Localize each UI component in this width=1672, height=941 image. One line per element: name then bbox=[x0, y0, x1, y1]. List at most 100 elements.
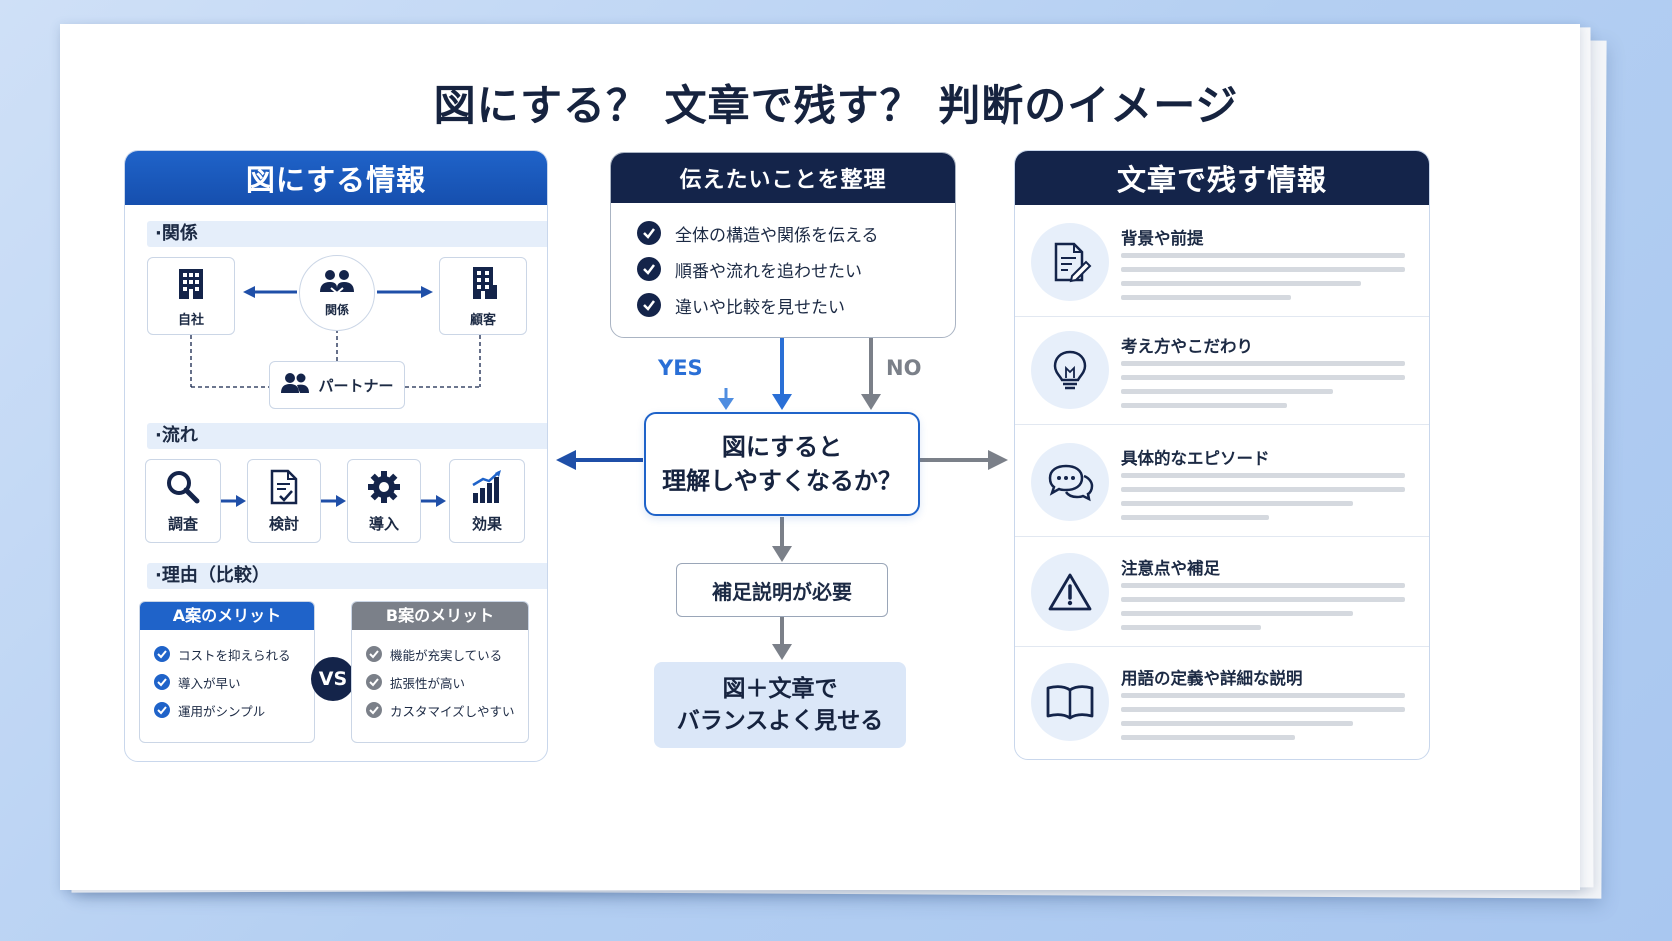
text-info-title: 具体的なエピソード bbox=[1121, 449, 1270, 468]
placeholder-line bbox=[1121, 721, 1353, 726]
placeholder-line bbox=[1121, 625, 1261, 630]
speech-bubbles-icon bbox=[1031, 443, 1109, 521]
decision-box: 図にすると 理解しやすくなるか？ bbox=[644, 412, 920, 516]
node-company: 自社 bbox=[147, 257, 235, 335]
flow-step-effect: 効果 bbox=[449, 459, 525, 543]
node-company-label: 自社 bbox=[177, 312, 204, 328]
node-customer-label: 顧客 bbox=[469, 312, 496, 328]
warning-icon bbox=[1031, 553, 1109, 631]
building-icon bbox=[173, 265, 209, 305]
check-icon bbox=[154, 702, 170, 718]
merit-a-item: 導入が早い bbox=[140, 668, 314, 696]
yes-label: YES bbox=[658, 356, 703, 380]
placeholder-line bbox=[1121, 707, 1405, 712]
placeholder-line bbox=[1121, 583, 1405, 588]
flow-step-introduce: 導入 bbox=[347, 459, 421, 543]
merit-b-item-text: カスタマイズしやすい bbox=[390, 703, 515, 719]
merit-a-item: 運用がシンプル bbox=[140, 696, 314, 724]
checklist-heading: 伝えたいことを整理 bbox=[611, 153, 955, 203]
node-partner-label: パートナー bbox=[318, 376, 394, 395]
flow-step-label: 導入 bbox=[368, 514, 399, 533]
merit-b-item-text: 拡張性が高い bbox=[390, 675, 466, 691]
supplement-box: 補足説明が必要 bbox=[676, 563, 888, 617]
placeholder-line bbox=[1121, 295, 1291, 300]
section-relation-text: 関係 bbox=[161, 223, 198, 244]
placeholder-line bbox=[1121, 473, 1405, 478]
merit-a-item-text: 運用がシンプル bbox=[178, 703, 266, 719]
node-relation-label: 関係 bbox=[324, 303, 349, 317]
people-icon bbox=[280, 372, 310, 398]
text-info-row: 具体的なエピソード bbox=[1015, 425, 1429, 537]
merit-b-heading: B案のメリット bbox=[352, 602, 528, 630]
bar-chart-icon bbox=[469, 469, 505, 509]
text-info-row: 考え方やこだわり bbox=[1015, 313, 1429, 425]
section-label-reason: ·理由（比較） bbox=[147, 563, 547, 589]
merit-b-item: 機能が充実している bbox=[352, 640, 528, 668]
open-book-icon bbox=[1031, 663, 1109, 741]
flow-step-label: 効果 bbox=[471, 514, 502, 533]
placeholder-line bbox=[1121, 515, 1269, 520]
checklist-item: 順番や流れを追わせたい bbox=[611, 251, 955, 287]
node-customer: 顧客 bbox=[439, 257, 527, 335]
checklist-panel: 伝えたいことを整理 全体の構造や関係を伝える 順番や流れを追わせたい 違いや比較… bbox=[610, 152, 956, 338]
text-info-row: 用語の定義や詳細な説明 bbox=[1015, 645, 1429, 757]
check-icon bbox=[366, 674, 382, 690]
section-reason-text: 理由（比較） bbox=[161, 565, 270, 586]
relation-connectors bbox=[190, 286, 481, 507]
handshake-people-icon bbox=[317, 268, 357, 301]
placeholder-line bbox=[1121, 611, 1353, 616]
left-panel-heading: 図にする情報 bbox=[125, 151, 547, 205]
node-relation-center: 関係 bbox=[299, 255, 375, 331]
merit-box-a: A案のメリット コストを抑えられる 導入が早い 運用がシンプル bbox=[139, 601, 315, 743]
placeholder-line bbox=[1121, 403, 1287, 408]
document-pen-icon bbox=[1031, 223, 1109, 301]
placeholder-line bbox=[1121, 281, 1361, 286]
checklist-item-text: 全体の構造や関係を伝える bbox=[675, 225, 879, 246]
check-icon bbox=[154, 646, 170, 662]
magnifier-icon bbox=[165, 469, 201, 509]
final-box: 図＋文章で バランスよく見せる bbox=[654, 662, 906, 748]
flow-step-label: 検討 bbox=[268, 514, 299, 533]
section-label-flow: ·流れ bbox=[147, 423, 547, 449]
merit-a-item: コストを抑えられる bbox=[140, 640, 314, 668]
right-panel: 文章で残す情報 背景や前提 考え方やこだわり 具体的なエピソード bbox=[1014, 150, 1430, 760]
text-info-title: 考え方やこだわり bbox=[1121, 337, 1253, 356]
check-icon bbox=[637, 257, 661, 281]
page-title: 図にする？ 文章で残す？ 判断のイメージ bbox=[433, 81, 1239, 130]
decision-line-1: 図にすると bbox=[721, 433, 843, 461]
node-partner: パートナー bbox=[269, 361, 405, 409]
merit-a-item-text: コストを抑えられる bbox=[178, 647, 291, 663]
checklist-item: 全体の構造や関係を伝える bbox=[611, 215, 955, 251]
check-icon bbox=[637, 293, 661, 317]
gear-icon bbox=[366, 469, 402, 509]
text-info-row: 背景や前提 bbox=[1015, 205, 1429, 317]
flow-step-label: 調査 bbox=[167, 514, 198, 533]
right-panel-heading: 文章で残す情報 bbox=[1015, 151, 1429, 205]
text-info-title: 背景や前提 bbox=[1121, 229, 1204, 248]
checklist-item-text: 違いや比較を見せたい bbox=[675, 297, 845, 318]
placeholder-line bbox=[1121, 735, 1295, 740]
placeholder-line bbox=[1121, 361, 1405, 366]
merit-b-item: カスタマイズしやすい bbox=[352, 696, 528, 724]
vs-badge: VS bbox=[311, 657, 355, 701]
placeholder-line bbox=[1121, 375, 1405, 380]
building-icon bbox=[465, 265, 501, 305]
merit-b-item-text: 機能が充実している bbox=[390, 647, 503, 663]
placeholder-line bbox=[1121, 597, 1405, 602]
placeholder-line bbox=[1121, 389, 1333, 394]
check-icon bbox=[366, 702, 382, 718]
left-panel: 図にする情報 ·関係 自社 関係 顧客 bbox=[124, 150, 548, 762]
check-icon bbox=[154, 674, 170, 690]
no-label: NO bbox=[886, 356, 922, 380]
text-info-title: 用語の定義や詳細な説明 bbox=[1121, 669, 1303, 688]
final-line-2: バランスよく見せる bbox=[676, 708, 884, 734]
placeholder-line bbox=[1121, 693, 1405, 698]
section-flow-text: 流れ bbox=[161, 425, 198, 446]
text-info-row: 注意点や補足 bbox=[1015, 535, 1429, 647]
check-icon bbox=[366, 646, 382, 662]
placeholder-line bbox=[1121, 487, 1405, 492]
flow-step-research: 調査 bbox=[145, 459, 221, 543]
document-check-icon bbox=[268, 469, 300, 509]
placeholder-line bbox=[1121, 267, 1405, 272]
